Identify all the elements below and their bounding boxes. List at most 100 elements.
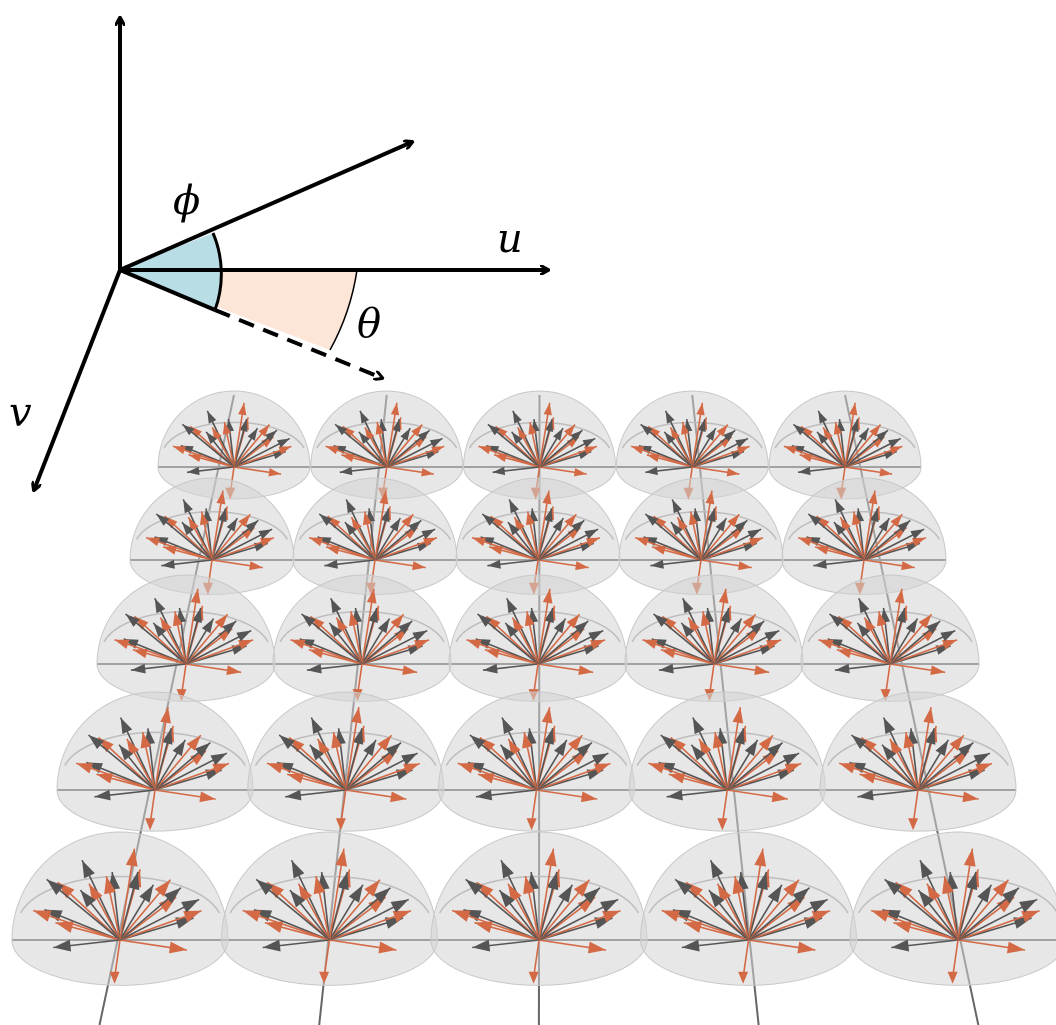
arrow-head (696, 402, 705, 416)
arrow-head (808, 513, 822, 526)
arrow-head (172, 611, 183, 627)
arrow-head (965, 871, 978, 891)
arrow-head (664, 431, 676, 445)
arrow-head (754, 848, 767, 867)
arrow-head (181, 899, 200, 913)
arrow-head (975, 763, 992, 774)
arrow-head (311, 717, 323, 735)
arrow-head (600, 899, 619, 913)
arrow-head (720, 607, 730, 623)
arrow-head (154, 879, 171, 897)
arrow-head (469, 734, 486, 750)
arrow-head (222, 620, 237, 634)
hemisphere (272, 574, 452, 702)
arrow-shaft (742, 939, 750, 978)
arrow-head (417, 430, 430, 442)
arrow-head (351, 517, 362, 531)
arrow-head (670, 522, 683, 536)
arrow-head (782, 753, 800, 766)
arrow-head (126, 738, 140, 756)
arrow-head (542, 490, 552, 505)
arrow-head (590, 639, 606, 650)
arrow-head (488, 545, 503, 555)
arrow-head (212, 427, 222, 440)
arrow-head (474, 921, 493, 933)
arrow-head (160, 707, 171, 724)
hemisphere-rim (461, 511, 615, 540)
hemisphere-row (157, 390, 922, 500)
arrow-head (82, 860, 95, 879)
arrow-head (216, 490, 226, 505)
hemisphere-rim (19, 875, 221, 914)
arrow-head (736, 446, 750, 455)
arrow-head (76, 763, 93, 774)
arrow-head (226, 665, 242, 676)
arrow-head (660, 648, 676, 659)
arrow-head (744, 739, 758, 757)
arrow-head (571, 520, 585, 533)
arrow-head (168, 941, 187, 954)
arrow-head (659, 663, 674, 674)
arrow-head (681, 939, 700, 952)
arrow-head (264, 430, 277, 442)
arrow-head (162, 545, 177, 555)
arrow-head (809, 899, 828, 913)
arrow-head (897, 520, 911, 533)
arrow-head (651, 545, 666, 555)
arrow-head (889, 738, 903, 756)
arrow-head (53, 939, 72, 952)
arrow-head (734, 520, 748, 533)
hemisphere-row (96, 574, 980, 702)
hemisphere-rim (631, 610, 797, 643)
arrow-shaft (951, 939, 959, 978)
arrow-head (331, 731, 342, 749)
arrow-head (925, 728, 936, 745)
arrow-head (238, 402, 247, 416)
arrow-head (217, 508, 227, 523)
arrow-head (385, 742, 402, 757)
arrow-head (120, 717, 133, 735)
arrow-head (566, 614, 580, 629)
hemisphere-dome (56, 691, 254, 832)
projection-solid (119, 268, 216, 312)
arrow-head (568, 735, 583, 751)
arrow-head (851, 511, 861, 526)
arrow-head (677, 517, 688, 531)
arrow-head (570, 430, 583, 442)
arrow-head (390, 791, 407, 803)
arrow-head (697, 419, 706, 432)
arrow-head (517, 427, 528, 440)
arrow-head (278, 446, 292, 455)
hemisphere-row (129, 477, 947, 595)
arrow-head (675, 879, 693, 895)
arrow-head (817, 431, 828, 445)
arrow-head (835, 663, 850, 674)
arrow-head (139, 884, 154, 903)
hemisphere-rim (135, 511, 289, 540)
hemisphere-rim (279, 610, 445, 643)
arrow-head (574, 620, 589, 634)
arrow-head (411, 424, 423, 437)
arrow-head (199, 791, 216, 803)
arrow-head (351, 707, 362, 724)
arrow-head (718, 588, 729, 604)
arrow-head (96, 773, 113, 784)
arrow-head (145, 818, 156, 831)
arrow-head (507, 522, 520, 536)
arrow-head (400, 428, 411, 441)
arrow-head (511, 431, 523, 445)
arrow-head (712, 731, 724, 749)
arrow-head (876, 611, 887, 627)
arrow-head (201, 618, 214, 634)
hemisphere (639, 831, 858, 986)
hemisphere-rim (774, 421, 916, 449)
arrow-head (452, 910, 471, 922)
arrow-head (289, 890, 306, 908)
arrow-head (472, 537, 486, 547)
arrow-head (582, 438, 596, 448)
arrow-head (797, 941, 816, 954)
arrow-head (55, 921, 74, 933)
arrow-head (732, 876, 745, 895)
arrow-head (793, 424, 806, 436)
arrow-head (859, 773, 876, 784)
